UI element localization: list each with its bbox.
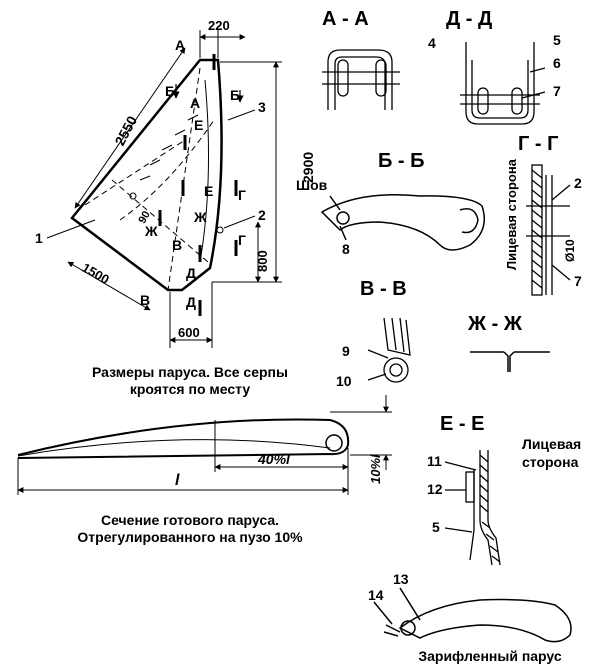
section-ee-title: Е - Е — [440, 413, 484, 435]
section-caption: Сечение готового паруса. Отрегулированно… — [40, 512, 340, 546]
section-gg-title: Г - Г — [518, 133, 558, 155]
sail-letter-zh: Ж — [193, 209, 207, 225]
dim-2900: 2900 — [300, 152, 316, 183]
sail-letter-g: Г — [238, 232, 246, 248]
callout-4: 4 — [428, 35, 436, 51]
ten-l-label: 10%l — [368, 454, 383, 484]
sail-letter-e: Е — [194, 117, 203, 133]
callout-7: 7 — [574, 273, 582, 289]
section-dd-title: Д - Д — [446, 8, 492, 30]
callout-5: 5 — [432, 519, 440, 535]
section-dd — [460, 42, 546, 125]
seam-label: Шов — [296, 177, 328, 193]
dashed-seam — [119, 119, 215, 221]
sail-letter-d: Д — [186, 265, 196, 281]
phi10-label: Ø10 — [563, 239, 577, 262]
section-aa — [322, 49, 400, 110]
callout-1: 1 — [35, 230, 43, 246]
section-bb-title: Б - Б — [378, 150, 425, 172]
sail-letter-g: Г — [238, 187, 246, 203]
callout-6: 6 — [553, 55, 561, 71]
forty-l-label: 40%l — [257, 451, 291, 467]
dimension-lines — [46, 30, 282, 348]
callout-3: 3 — [258, 99, 266, 115]
section-zhzh-title: Ж - Ж — [467, 313, 523, 335]
section-gg — [526, 164, 571, 296]
dim-600: 600 — [178, 325, 200, 340]
callout-5: 5 — [553, 32, 561, 48]
callout-8: 8 — [342, 241, 350, 257]
dim-1500: 1500 — [79, 260, 112, 287]
reefed-sail — [373, 587, 572, 643]
sail-letter-zh: Ж — [144, 223, 158, 239]
reefed-caption: Зарифленный парус — [418, 648, 562, 664]
callout-12: 12 — [427, 481, 443, 497]
callout-10: 10 — [336, 373, 352, 389]
callout-2: 2 — [574, 175, 582, 191]
sail-letter-a: А — [175, 37, 185, 53]
callout-2: 2 — [258, 207, 266, 223]
sail-letter-b: Б — [165, 83, 175, 99]
section-ee — [444, 450, 501, 566]
face-side-label-1: Лицевая — [522, 436, 581, 452]
section-aa-title: А - А — [322, 8, 369, 30]
section-vv — [367, 317, 411, 383]
callout-7: 7 — [553, 83, 561, 99]
sail-outline — [70, 58, 223, 292]
callout-13: 13 — [393, 571, 409, 587]
sail-letter-d: Д — [186, 294, 196, 310]
sail-letter-v: В — [140, 292, 150, 308]
dim-800: 800 — [255, 250, 270, 272]
callout-11: 11 — [427, 453, 442, 469]
face-side-vertical: Лицевая сторона — [504, 158, 519, 270]
section-bb — [320, 193, 485, 251]
sail-dims-caption: Размеры паруса. Все серпы кроятся по мес… — [70, 364, 310, 398]
section-zhzh — [470, 351, 550, 372]
sail-letter-a: А — [190, 95, 200, 111]
sail-letter-v: В — [172, 237, 182, 253]
leech-line — [199, 79, 209, 263]
dim-220: 220 — [208, 18, 230, 33]
sail-letter-e: Е — [204, 183, 213, 199]
callout-9: 9 — [342, 343, 350, 359]
dim-angle-90: 90 — [136, 209, 153, 226]
face-side-label-2: сторона — [522, 454, 579, 470]
dim-2550: 2550 — [111, 113, 140, 148]
sail-cross-section — [17, 395, 392, 495]
section-vv-title: В - В — [360, 278, 407, 300]
sail-dims-line2: кроятся по месту — [129, 380, 251, 397]
chord-l-label: l — [175, 472, 180, 489]
sail-dims-line1: Размеры паруса. Все серпы — [92, 364, 288, 380]
section-caption-line1: Сечение готового паруса. — [100, 512, 279, 528]
callout-14: 14 — [368, 587, 384, 603]
section-caption-line2: Отрегулированного на пузо 10% — [77, 528, 303, 545]
sail-letter-b: Б — [230, 87, 240, 103]
